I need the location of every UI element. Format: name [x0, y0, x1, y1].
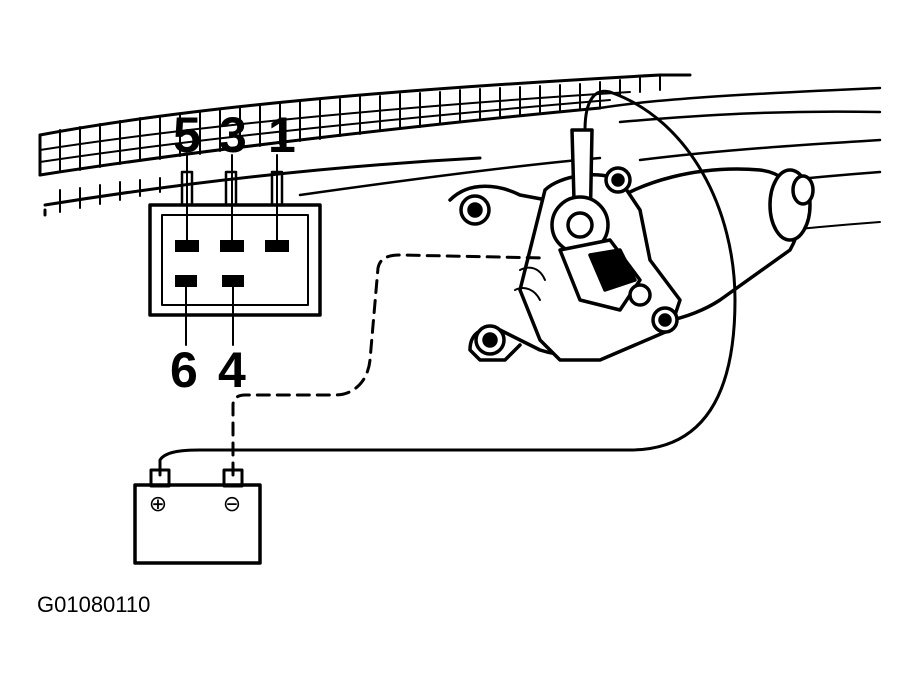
wiper-motor [448, 128, 815, 362]
negative-lead-wire [231, 253, 547, 477]
pin-label-3: 3 [219, 107, 247, 163]
pin-label-6: 6 [170, 342, 198, 398]
pin-label-4: 4 [218, 342, 246, 398]
figure-id: G01080110 [37, 592, 150, 617]
cowl-hatching [39, 75, 661, 213]
pin-label-1: 1 [268, 107, 296, 163]
pin-label-5: 5 [173, 107, 201, 163]
battery-negative-icon: ⊖ [223, 492, 241, 517]
battery: ⊕ ⊖ [133, 468, 262, 565]
positive-lead-wire [158, 89, 737, 477]
connector-cavities [175, 240, 289, 287]
connector-leader-lines [185, 154, 278, 346]
battery-positive-icon: ⊕ [149, 492, 167, 517]
